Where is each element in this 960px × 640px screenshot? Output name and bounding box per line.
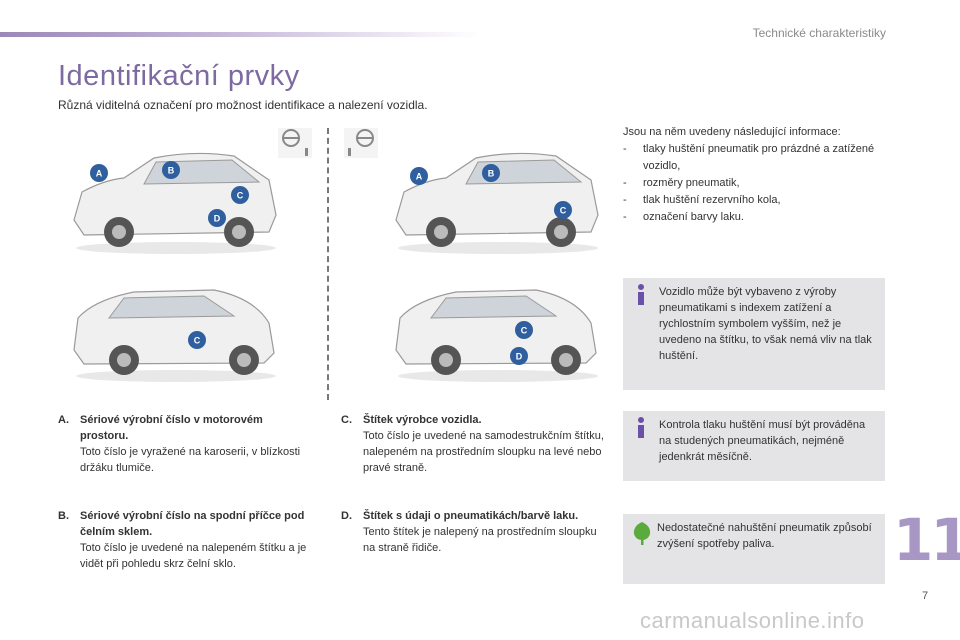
car-rear-left-illustration: C (64, 268, 289, 383)
item-letter: C. (341, 414, 352, 426)
eco-leaf-icon (631, 520, 653, 551)
car-front-right-illustration: A B C (386, 140, 611, 255)
item-text: Tento štítek je nalepený na prostředním … (363, 526, 597, 554)
item-letter: A. (58, 414, 69, 426)
info-icon (633, 415, 649, 444)
item-title: Sériové výrobní číslo na spodní příčce p… (80, 510, 305, 538)
badge-c: C (194, 336, 201, 346)
item-a: A. Sériové výrobní číslo v motorovém pro… (58, 412, 313, 476)
item-letter: D. (341, 510, 352, 522)
note-text: Kontrola tlaku huštění musí být prováděn… (659, 419, 866, 463)
car-front-left-illustration: A B C D (64, 140, 289, 255)
list-item: označení barvy laku. (623, 209, 893, 226)
note-text: Vozidlo může být vybaveno z výroby pneum… (659, 286, 872, 362)
item-title: Štítek s údaji o pneumatikách/barvě laku… (363, 510, 579, 522)
badge-b: B (488, 169, 495, 179)
right-hand-drive-icon (344, 128, 378, 158)
badge-d: D (516, 352, 523, 362)
badge-b: B (168, 166, 175, 176)
item-title: Štítek výrobce vozidla. (363, 414, 482, 426)
badge-a: A (96, 169, 103, 179)
illustration-divider (327, 128, 329, 400)
badge-d: D (214, 214, 221, 224)
label-info-list: Jsou na něm uvedeny následující informac… (623, 124, 893, 226)
section-title: Technické charakteristiky (752, 26, 886, 40)
info-intro: Jsou na něm uvedeny následující informac… (623, 126, 841, 138)
info-icon (633, 282, 649, 311)
car-rear-right-illustration: C D (386, 268, 611, 383)
list-item: rozměry pneumatik, (623, 175, 893, 192)
note-load-index: Vozidlo může být vybaveno z výroby pneum… (623, 278, 885, 390)
item-text: Toto číslo je uvedené na samodestrukčním… (363, 430, 604, 474)
list-item: tlak huštění rezervního kola, (623, 192, 893, 209)
badge-c: C (560, 206, 567, 216)
header-accent-bar (0, 32, 480, 37)
badge-a: A (416, 172, 423, 182)
item-d: D. Štítek s údaji o pneumatikách/barvě l… (341, 508, 611, 556)
chapter-number: 11 (893, 506, 960, 574)
item-b: B. Sériové výrobní číslo na spodní příčc… (58, 508, 318, 572)
list-item: tlaky huštění pneumatik pro prázdné a za… (623, 141, 893, 175)
left-hand-drive-icon (278, 128, 312, 158)
note-fuel-consumption: Nedostatečné nahuštění pneumatik způsobí… (623, 514, 885, 584)
item-title: Sériové výrobní číslo v motorovém prosto… (80, 414, 263, 442)
item-c: C. Štítek výrobce vozidla. Toto číslo je… (341, 412, 606, 476)
note-cold-tyres: Kontrola tlaku huštění musí být prováděn… (623, 411, 885, 481)
item-text: Toto číslo je uvedené na nalepeném štítk… (80, 542, 307, 570)
badge-c: C (237, 191, 244, 201)
page-title: Identifikační prvky (58, 60, 300, 92)
page-number: 7 (922, 590, 929, 602)
page-subtitle: Různá viditelná označení pro možnost ide… (58, 98, 428, 112)
badge-c: C (521, 326, 528, 336)
footer-watermark: carmanualsonline.info (640, 608, 865, 633)
item-letter: B. (58, 510, 69, 522)
item-text: Toto číslo je vyražené na karoserii, v b… (80, 446, 301, 474)
note-text: Nedostatečné nahuštění pneumatik způsobí… (657, 522, 872, 550)
